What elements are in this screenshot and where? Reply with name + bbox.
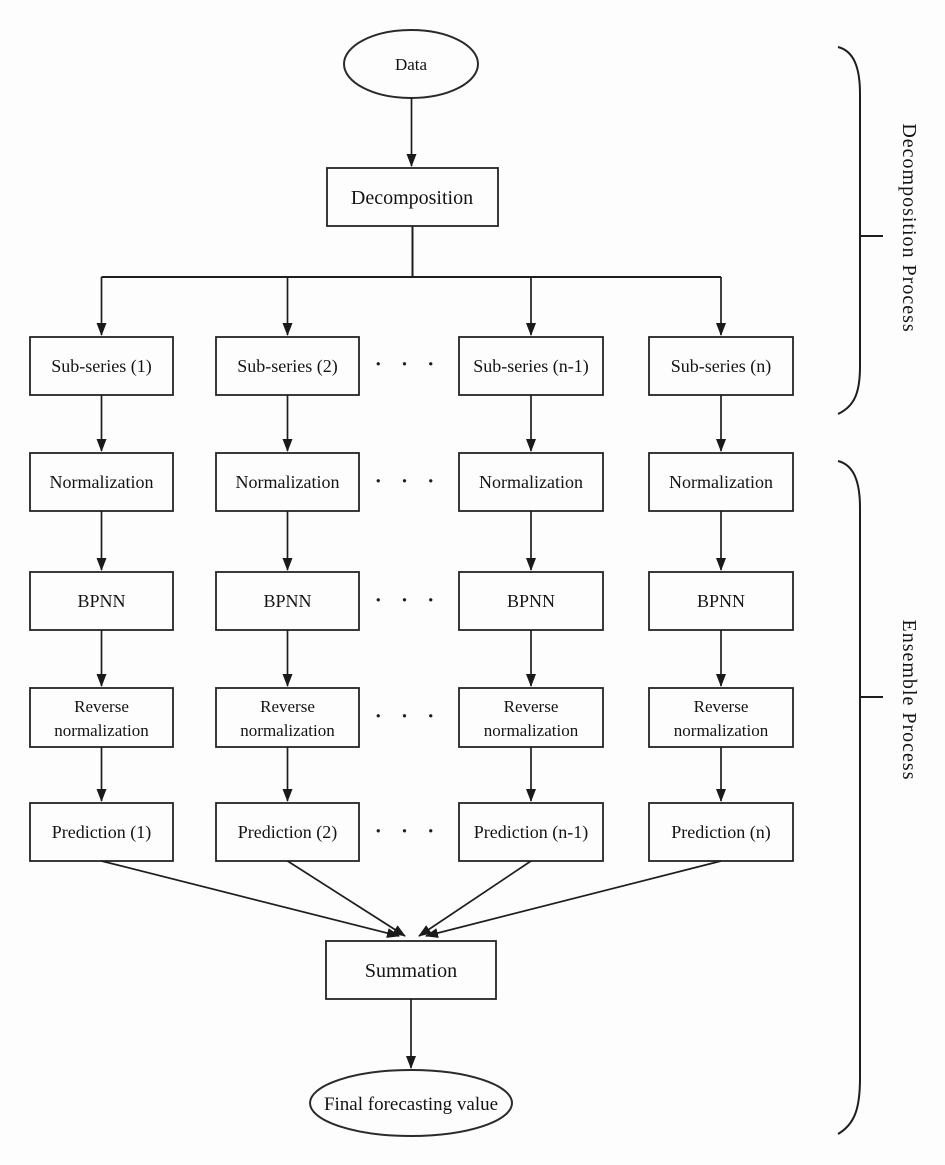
- normalization-3-label: Normalization: [479, 472, 583, 492]
- subseries-3-node: [458, 336, 604, 396]
- summation-node: [325, 940, 497, 1000]
- normalization-1-node: [29, 452, 174, 512]
- prediction-1-node: [29, 802, 174, 862]
- reverse-normalization-3-label-line1: Reverse: [504, 697, 559, 716]
- bpnn-3-node: [458, 571, 604, 631]
- ellipsis-reverse-row: · · ·: [375, 704, 442, 728]
- normalization-2-node: [215, 452, 360, 512]
- ellipsis-subseries-row: · · ·: [375, 352, 442, 376]
- decomposition-node-label: Decomposition: [351, 187, 473, 209]
- reverse-normalization-1-label-line1: Reverse: [74, 697, 129, 716]
- pipeline-column-1: Sub-series (1) Normalization BPNN Revers…: [29, 336, 400, 938]
- prediction-1-label: Prediction (1): [52, 822, 151, 843]
- bpnn-4-label: BPNN: [697, 591, 745, 611]
- ellipsis-normalization-row: · · ·: [375, 469, 442, 493]
- reverse-normalization-3-node: [458, 687, 604, 748]
- normalization-3-node: [458, 452, 604, 512]
- reverse-normalization-1-node: [29, 687, 174, 748]
- reverse-normalization-4-label-line1: Reverse: [694, 697, 749, 716]
- pipeline-column-2: Sub-series (2) Normalization BPNN Revers…: [215, 336, 406, 937]
- normalization-2-label: Normalization: [236, 472, 340, 492]
- arrow-prediction-2-to-summation: [287, 860, 406, 937]
- decomposition-process-bracket: [837, 46, 861, 415]
- bpnn-2-label: BPNN: [263, 591, 311, 611]
- reverse-normalization-4-node: [648, 687, 794, 748]
- ensemble-process-bracket: [837, 460, 861, 1135]
- normalization-4-label: Normalization: [669, 472, 773, 492]
- normalization-1-label: Normalization: [50, 472, 154, 492]
- data-node-label: Data: [395, 55, 428, 74]
- arrow-prediction-4-to-summation: [425, 860, 722, 938]
- decomposition-node: [326, 167, 499, 227]
- bpnn-2-node: [215, 571, 360, 631]
- subseries-4-node: [648, 336, 794, 396]
- final-forecasting-value-label: Final forecasting value: [324, 1094, 498, 1115]
- normalization-4-node: [648, 452, 794, 512]
- prediction-4-label: Prediction (n): [671, 822, 770, 843]
- arrow-prediction-3-to-summation: [418, 860, 532, 937]
- prediction-3-label: Prediction (n-1): [474, 822, 588, 843]
- reverse-normalization-2-label-line2: normalization: [240, 721, 335, 740]
- arrow-prediction-1-to-summation: [101, 860, 400, 938]
- bpnn-1-label: BPNN: [77, 591, 125, 611]
- pipeline-column-3: Sub-series (n-1) Normalization BPNN Reve…: [418, 336, 604, 937]
- reverse-normalization-1-label-line2: normalization: [54, 721, 149, 740]
- decomposition-process-label: Decomposition Process: [898, 123, 920, 332]
- prediction-4-node: [648, 802, 794, 862]
- ellipsis-bpnn-row: · · ·: [375, 588, 442, 612]
- bpnn-3-label: BPNN: [507, 591, 555, 611]
- reverse-normalization-2-node: [215, 687, 360, 748]
- reverse-normalization-2-label-line1: Reverse: [260, 697, 315, 716]
- subseries-3-label: Sub-series (n-1): [473, 356, 588, 377]
- ellipsis-prediction-row: · · ·: [375, 819, 442, 843]
- bpnn-4-node: [648, 571, 794, 631]
- subseries-1-label: Sub-series (1): [51, 356, 151, 377]
- reverse-normalization-3-label-line2: normalization: [484, 721, 579, 740]
- subseries-4-label: Sub-series (n): [671, 356, 771, 377]
- final-forecasting-value-node: [309, 1069, 513, 1137]
- prediction-2-node: [215, 802, 360, 862]
- pipeline-column-4: Sub-series (n) Normalization BPNN Revers…: [425, 336, 794, 938]
- bpnn-1-node: [29, 571, 174, 631]
- prediction-2-label: Prediction (2): [238, 822, 337, 843]
- reverse-normalization-4-label-line2: normalization: [674, 721, 769, 740]
- summation-node-label: Summation: [365, 960, 457, 982]
- subseries-2-node: [215, 336, 360, 396]
- subseries-1-node: [29, 336, 174, 396]
- ensemble-process-label: Ensemble Process: [898, 620, 920, 781]
- subseries-2-label: Sub-series (2): [237, 356, 337, 377]
